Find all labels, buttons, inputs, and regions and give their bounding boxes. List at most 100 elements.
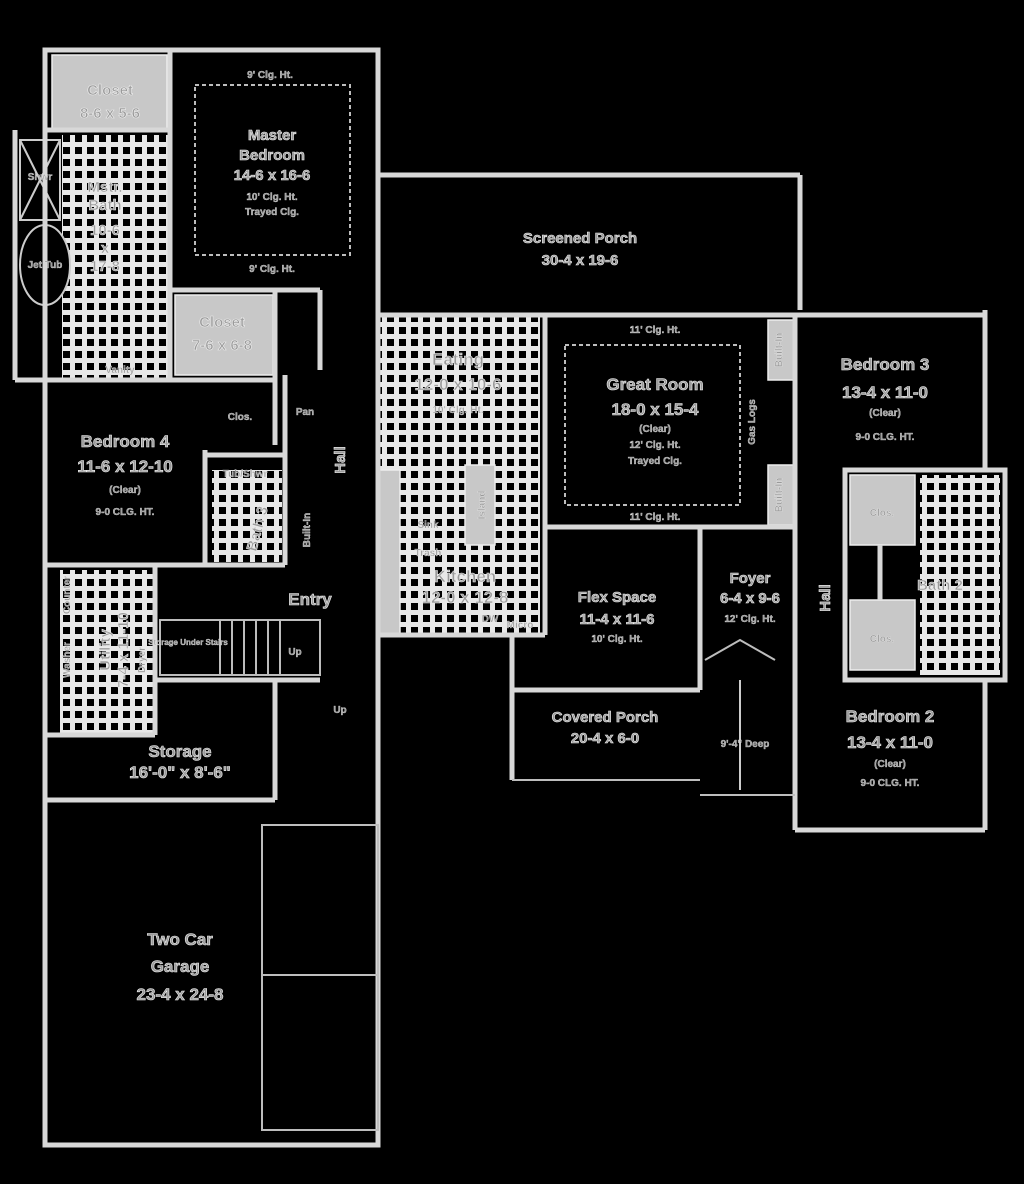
- master-bedroom-clg2: Trayed Clg.: [245, 207, 299, 218]
- eating-clg: 10' Clg. Ht.: [432, 405, 483, 416]
- garage-dims: 23-4 x 24-8: [137, 985, 224, 1004]
- stairs: [159, 619, 321, 676]
- foyer-clg: 12' Clg. Ht.: [724, 614, 775, 625]
- utility-dims: 7-4 x 11-10: [115, 612, 132, 688]
- bedroom-3-note: (Clear): [869, 408, 901, 419]
- master-clg-bottom: 9' Clg. Ht.: [249, 264, 295, 275]
- bedroom-3-label: Bedroom 3: [841, 355, 930, 374]
- shower-icon: [19, 139, 61, 221]
- bedroom-3-dims: 13-4 x 11-0: [842, 383, 928, 402]
- garage-steps-up-label: Up: [333, 705, 346, 716]
- utility-floor: [60, 570, 155, 735]
- entry-arch: [704, 638, 776, 661]
- closet-bath2-b: [849, 599, 916, 671]
- foyer-dims: 6-4 x 9-6: [720, 590, 780, 607]
- walls: [12, 47, 1008, 1148]
- bedroom-2-dims: 13-4 x 11-0: [847, 733, 933, 752]
- mstr-bath-label: Mstr.: [87, 179, 122, 196]
- bedroom-2-label: Bedroom 2: [846, 707, 935, 726]
- screened-porch-dims: 30-4 x 19-6: [542, 252, 619, 269]
- bedroom-2-clg: 9-0 CLG. HT.: [861, 778, 920, 789]
- great-room-label: Great Room: [606, 375, 703, 394]
- bath-2-closet-2-label: Clos.: [870, 634, 895, 645]
- mstr-bath-label-2: Bath: [88, 197, 121, 214]
- kitchen-dims: 12-0 x 12-8: [422, 588, 509, 607]
- foyer-label: Foyer: [730, 570, 771, 587]
- builtin-label-1: Built-In: [774, 333, 785, 367]
- eating-label: Eating: [432, 350, 484, 369]
- bath-2-closet-1-label: Clos.: [870, 508, 895, 519]
- great-room-clg-bottom: 11' Clg. Ht.: [630, 512, 681, 523]
- shower-label: Shwr: [28, 172, 53, 183]
- great-room-note: (Clear): [639, 424, 671, 435]
- master-bedroom-label-2: Bedroom: [239, 147, 305, 164]
- kitchen-counter: [377, 469, 401, 636]
- closet-master-dims: 8-6 x 5-6: [80, 105, 140, 122]
- covered-porch-depth: 9'-4" Deep: [721, 739, 770, 750]
- master-bedroom-dims: 14-6 x 16-6: [234, 167, 311, 184]
- bath-3-floor: [212, 470, 282, 562]
- flex-space-label: Flex Space: [578, 589, 656, 606]
- closet-master-fill: [51, 54, 168, 131]
- stairs-up-label: Up: [288, 647, 301, 658]
- trash-label: Trash: [415, 548, 442, 559]
- closet-2-fill: [174, 294, 274, 376]
- closet-master-label: Closet: [87, 82, 133, 99]
- master-clg-top: 9' Clg. Ht.: [247, 70, 293, 81]
- bedroom-2-note: (Clear): [874, 759, 906, 770]
- tray-ceilings: [194, 84, 741, 506]
- bedroom-4-dims: 11-6 x 12-10: [77, 457, 172, 476]
- great-room-clg-top: 11' Clg. Ht.: [630, 325, 681, 336]
- sink-label: Sink: [417, 520, 439, 531]
- builtin-label-2: Built-In: [774, 478, 785, 512]
- flex-space-dims: 11-4 x 11-6: [579, 611, 654, 628]
- vanity-label: Vanity: [105, 365, 135, 376]
- mstr-bath-dims-2: x: [101, 240, 110, 257]
- garage-label-2: Garage: [151, 957, 210, 976]
- great-room-clg2: Trayed Clg.: [628, 456, 682, 467]
- hall-2-label: Hall: [817, 584, 834, 612]
- great-room-clg: 12' Clg. Ht.: [629, 440, 680, 451]
- bedroom-4-note: (Clear): [109, 485, 141, 496]
- eating-dims: 12-0 x 10-6: [415, 375, 502, 394]
- tub-label: Jet Tub: [28, 260, 63, 271]
- washer-label: Washer: [62, 642, 73, 678]
- storage-under-stairs-label: Storage Under Stairs: [148, 638, 228, 647]
- builtin-top: [767, 319, 795, 381]
- covered-porch-label: Covered Porch: [552, 709, 659, 726]
- closet-2-label: Closet: [199, 314, 245, 331]
- closet-bath2-a: [849, 474, 916, 546]
- garage-label: Two Car: [147, 930, 213, 949]
- master-bedroom-label: Master: [248, 127, 297, 144]
- bedroom-4-clg: 9-0 CLG. HT.: [96, 507, 155, 518]
- bedroom-3-clg: 9-0 CLG. HT.: [856, 432, 915, 443]
- kitchen-island: [464, 464, 496, 546]
- master-bedroom-clg: 10' Clg. Ht.: [246, 192, 297, 203]
- dryer-label: Dryer: [137, 647, 148, 673]
- counter-label: Counter: [62, 576, 73, 614]
- hall-label: Hall: [332, 446, 349, 474]
- kitchen-label: Kitchen: [434, 567, 496, 586]
- gas-logs-label: Gas Logs: [747, 399, 758, 445]
- mstr-bath-dims-1: 10-6: [90, 222, 120, 239]
- eating-kitchen-floor: [378, 315, 540, 635]
- hall-builtin-label: Built-In: [302, 513, 313, 547]
- storage-label: Storage: [148, 742, 211, 761]
- micro-label: Micro: [507, 620, 534, 631]
- bath-2-label: Bath 2: [917, 577, 963, 594]
- covered-porch-dims: 20-4 x 6-0: [571, 730, 639, 747]
- bedroom-4-label: Bedroom 4: [81, 432, 170, 451]
- storage-dims: 16'-0" x 8'-6": [129, 763, 231, 782]
- island-label: Island: [477, 491, 488, 520]
- pantry-label: Pan: [296, 407, 314, 418]
- bath-3-closet-label: Clos.: [228, 412, 253, 423]
- screened-porch-label: Screened Porch: [523, 230, 637, 247]
- dw-label: DW: [482, 614, 499, 625]
- bath-3-tub-label: Tub/Shwr: [223, 469, 268, 480]
- entry-label: Entry: [288, 590, 332, 609]
- bath-2-floor: [920, 475, 1000, 675]
- great-room-dims: 18-0 x 15-4: [612, 400, 699, 419]
- closet-2-dims: 7-6 x 6-8: [192, 337, 252, 354]
- utility-label: Utility: [97, 629, 114, 671]
